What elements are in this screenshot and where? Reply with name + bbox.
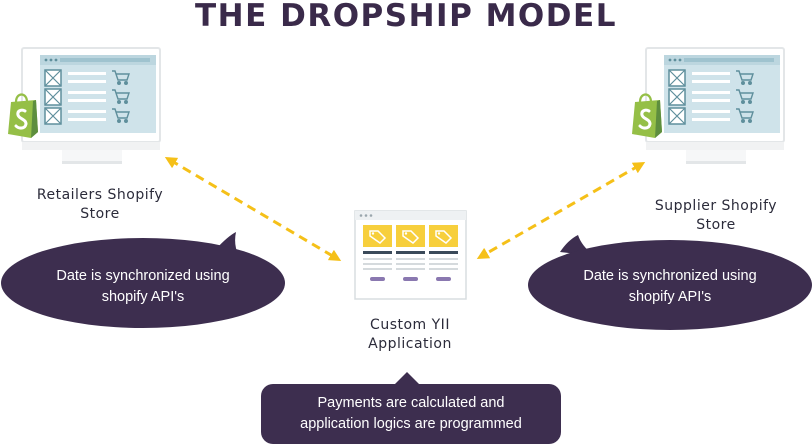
left-speech-bubble [1, 232, 285, 328]
left-bubble-text: Date is synchronized using shopify API's [56, 268, 230, 305]
price-tag-icon [396, 225, 425, 247]
cart-icon [112, 108, 130, 123]
image-placeholder-icon [668, 88, 686, 106]
cart-icon [112, 70, 130, 85]
cart-icon [736, 108, 754, 123]
image-placeholder-icon [668, 107, 686, 125]
sync-arrow-left [164, 156, 342, 262]
page-title: THE DROPSHIP MODEL [195, 0, 617, 34]
bottom-bubble-text: Payments are calculated and application … [300, 395, 522, 432]
image-placeholder-icon [44, 69, 62, 87]
sync-arrow-right [476, 162, 646, 259]
cart-icon [736, 70, 754, 85]
cart-icon [112, 89, 130, 104]
price-tag-icon [363, 225, 392, 247]
image-placeholder-icon [44, 107, 62, 125]
image-placeholder-icon [44, 88, 62, 106]
browser-window-icon [354, 210, 467, 300]
supplier-store-label: Supplier Shopify Store [654, 198, 778, 233]
retailer-store-label: Retailers Shopify Store [36, 187, 164, 222]
bottom-speech-bubble [261, 372, 561, 444]
shopify-bag-icon [8, 93, 38, 138]
image-placeholder-icon [668, 69, 686, 87]
shopify-bag-icon [632, 93, 662, 138]
price-tag-icon [429, 225, 458, 247]
supplier-monitor-icon [645, 47, 785, 164]
retailer-monitor-icon [21, 47, 161, 164]
right-bubble-text: Date is synchronized using shopify API's [583, 268, 757, 305]
right-speech-bubble [528, 235, 812, 330]
retailer-product-rows [44, 69, 130, 125]
supplier-product-rows [668, 69, 754, 125]
custom-app-label: Custom YII Application [368, 317, 452, 352]
cart-icon [736, 89, 754, 104]
